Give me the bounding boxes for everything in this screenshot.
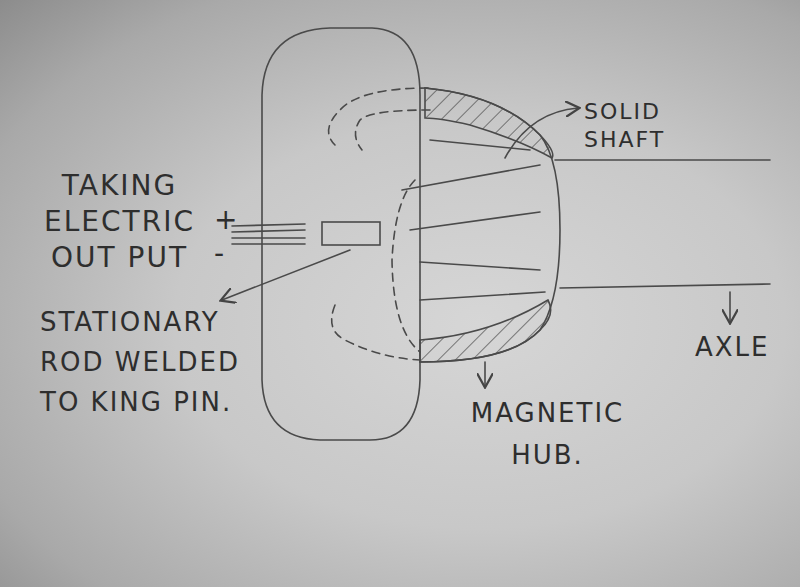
hub-hatch-bottom [420, 300, 551, 362]
hidden-hub-lower [332, 305, 420, 360]
hidden-hub-inner [392, 180, 420, 352]
hub-hatch-top [425, 88, 553, 158]
stationary-rod [322, 222, 380, 245]
rod-label: STATIONARY ROD WELDED TO KING PIN. [40, 302, 240, 422]
spoke [410, 212, 540, 230]
polarity-sign: - [214, 236, 236, 272]
output-wire [232, 243, 305, 245]
hidden-hub-arc [355, 110, 430, 150]
spoke [420, 292, 545, 300]
output-wire [232, 230, 305, 232]
polarity-sign: + [214, 202, 236, 238]
output-label: TAKING ELECTRIC OUT PUT [12, 168, 227, 276]
leader-line [729, 292, 731, 322]
output-wire [232, 224, 305, 226]
spoke [420, 262, 540, 270]
part-name: SOLID SHAFT [584, 98, 734, 154]
output-wire [232, 237, 305, 239]
leader-line [505, 108, 578, 158]
part-name: MAGNETIC HUB. [440, 392, 655, 476]
part-name: AXLE [695, 330, 795, 364]
spoke [402, 165, 540, 190]
hidden-hub-outer [329, 88, 428, 145]
leader-line [484, 362, 486, 386]
axle-line [560, 284, 770, 288]
leader-line [222, 250, 350, 300]
axle-line [555, 159, 770, 161]
